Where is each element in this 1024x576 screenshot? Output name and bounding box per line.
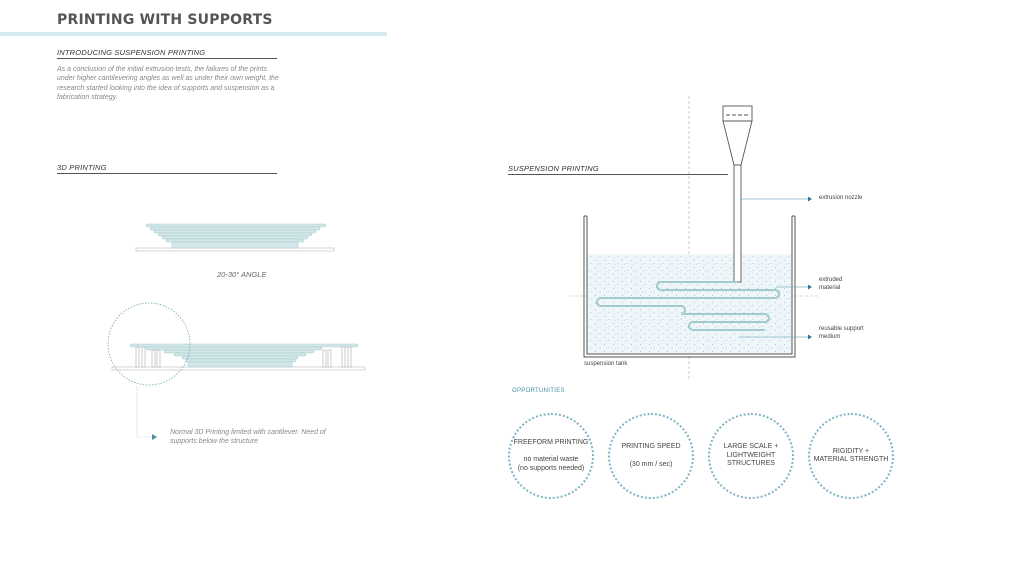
opportunity-title: PRINTING SPEED — [621, 443, 681, 450]
layer — [173, 352, 307, 357]
print-layers-drawing — [135, 223, 335, 252]
opportunity-title: RIGIDITY + — [832, 447, 870, 455]
label-medium-line1: reusable support — [819, 326, 864, 332]
intro-heading: INTRODUCING SUSPENSION PRINTING — [57, 48, 206, 57]
opportunity-detail: no material waste — [523, 456, 579, 464]
layer — [161, 235, 309, 240]
label-extruded-material: extruded material — [819, 277, 842, 292]
layer — [153, 229, 317, 234]
suspension-rule — [508, 174, 728, 175]
intro-rule — [57, 58, 277, 59]
opportunity-title: LARGE SCALE + — [723, 443, 779, 451]
build-plate — [111, 366, 366, 371]
build-plate — [135, 247, 335, 252]
suspension-tank — [586, 216, 793, 355]
layer — [181, 355, 299, 360]
layer — [149, 226, 321, 231]
label-suspension-tank: suspension tank — [584, 361, 628, 367]
extrusion-nozzle — [722, 105, 753, 283]
suspension-drawing — [570, 96, 818, 380]
arrow-icon — [808, 196, 812, 202]
arrow-icon — [808, 284, 812, 290]
arrow-icon — [152, 434, 157, 440]
opportunity-title: LIGHTWEIGHT — [726, 451, 776, 459]
opportunity-title: MATERIAL STRENGTH — [813, 456, 889, 463]
supported-print-drawing — [107, 302, 366, 440]
arrow-icon — [808, 334, 812, 340]
opportunity-title: STRUCTURES — [727, 460, 775, 468]
cantilever-note: Normal 3D Printing limited with cantilev… — [170, 429, 326, 445]
layer — [145, 223, 327, 228]
support-pillars — [135, 346, 352, 368]
layer — [171, 241, 299, 249]
layer — [145, 346, 323, 351]
suspension-heading: SUSPENSION PRINTING — [508, 164, 599, 173]
opportunity-freeform: FREEFORM PRINTING no material waste (no … — [508, 413, 594, 499]
opportunity-detail: (30 mm / sec) — [629, 460, 673, 468]
printing3d-rule — [57, 173, 277, 174]
medium-particles — [587, 254, 792, 354]
layer — [187, 361, 293, 368]
label-support-medium: reusable support medium — [819, 326, 864, 341]
detail-circle — [107, 302, 191, 386]
layer — [163, 349, 315, 354]
printing3d-heading: 3D PRINTING — [57, 163, 107, 172]
opportunity-speed: PRINTING SPEED (30 mm / sec) — [608, 413, 694, 499]
opportunity-title: FREEFORM PRINTING — [513, 438, 589, 446]
opportunity-large-scale: LARGE SCALE + LIGHTWEIGHT STRUCTURES — [708, 413, 794, 499]
label-medium-line2: medium — [819, 333, 841, 340]
label-extruded-line1: extruded — [819, 277, 843, 283]
layer — [129, 343, 359, 348]
opportunity-rigidity: RIGIDITY + MATERIAL STRENGTH — [808, 413, 894, 499]
opportunities-heading: OPPORTUNITIES — [512, 388, 565, 394]
layer — [165, 238, 305, 243]
page-title: PRINTING WITH SUPPORTS — [57, 12, 273, 28]
title-underline — [0, 32, 387, 36]
label-extrusion-nozzle: extrusion nozzle — [819, 195, 863, 201]
layer — [185, 358, 297, 363]
angle-label: 20-30° ANGLE — [217, 270, 267, 279]
intro-body: As a conclusion of the initial extrusion… — [57, 66, 279, 101]
layer — [157, 232, 313, 237]
opportunity-detail: (no supports needed) — [517, 464, 585, 472]
label-extruded-line2: material — [819, 284, 841, 291]
callout-line — [136, 386, 152, 438]
